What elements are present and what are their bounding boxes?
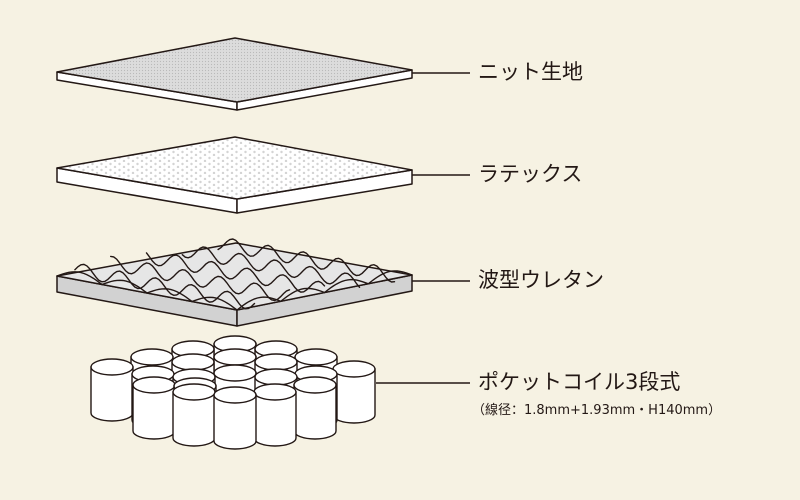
coil-cylinder	[332, 360, 376, 424]
coil-cylinder	[213, 386, 257, 450]
knit-layer	[56, 37, 413, 111]
coil-cylinder	[253, 383, 297, 447]
coil-cylinder	[172, 383, 216, 447]
wave-ridge	[110, 255, 291, 302]
latex-label: ラテックス	[478, 162, 583, 186]
pocket-coil-springs	[90, 335, 376, 450]
pocket-coil-label: ポケットコイル3段式	[478, 370, 681, 394]
urethane-label: 波型ウレタン	[478, 268, 604, 292]
wave-ridge	[217, 238, 396, 283]
wave-ridge	[145, 252, 326, 293]
leader-lines	[376, 72, 470, 384]
knit-label: ニット生地	[478, 60, 583, 84]
coil-cylinder	[293, 376, 337, 440]
coil-cylinder	[132, 376, 176, 440]
pocket-coil-spec: （線径：1.8mm+1.93mm・H140mm）	[472, 403, 722, 418]
coil-cylinder	[90, 358, 134, 422]
wave-edge	[56, 270, 413, 311]
latex-layer	[56, 136, 413, 214]
urethane-layer	[56, 238, 413, 327]
wave-ridge	[74, 263, 256, 310]
wave-ridge	[181, 246, 361, 288]
